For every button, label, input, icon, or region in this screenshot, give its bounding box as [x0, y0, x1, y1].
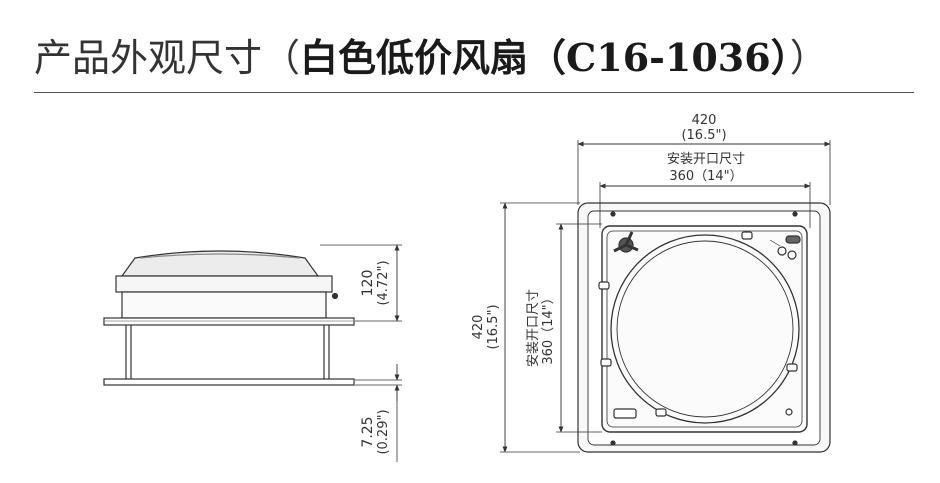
top-fan-ring: [610, 234, 800, 424]
top-outer-width-mm: 420: [692, 113, 717, 128]
side-view: [103, 244, 402, 462]
title-prefix: 产品外观尺寸（: [34, 36, 301, 80]
top-label-plate: [613, 408, 637, 419]
top-view: [500, 140, 831, 453]
side-dome: [120, 250, 320, 277]
title-suffix: ）: [789, 36, 828, 80]
side-bottom-trim: [103, 378, 355, 386]
side-height-mm: 120: [360, 270, 376, 297]
title-divider: [34, 92, 914, 93]
side-flange-mm: 7.25: [360, 416, 376, 447]
side-flange: [103, 317, 355, 326]
top-inner-body: [601, 225, 808, 433]
side-flange-in: (0.29"): [376, 409, 391, 454]
title-product: 白色低价风扇（C16-1036）: [300, 35, 790, 80]
top-outer-height-in: (16.5"): [486, 304, 501, 349]
top-opening-label: 安装开口尺寸: [667, 152, 745, 167]
top-opening-height: 360（14"）: [541, 291, 556, 364]
side-height-in: (4.72"): [376, 260, 391, 305]
page-title: 产品外观尺寸（白色低价风扇（C16-1036））: [34, 28, 828, 88]
side-housing: [115, 275, 333, 293]
top-outer-height-mm: 420: [471, 315, 486, 340]
top-crank-knob: [613, 231, 639, 253]
top-control-switch: [769, 235, 801, 260]
top-opening-width: 360（14"）: [669, 169, 742, 184]
top-outer-width-in: (16.5"): [681, 128, 726, 143]
top-opening-height-label: 安装开口尺寸: [526, 289, 541, 367]
